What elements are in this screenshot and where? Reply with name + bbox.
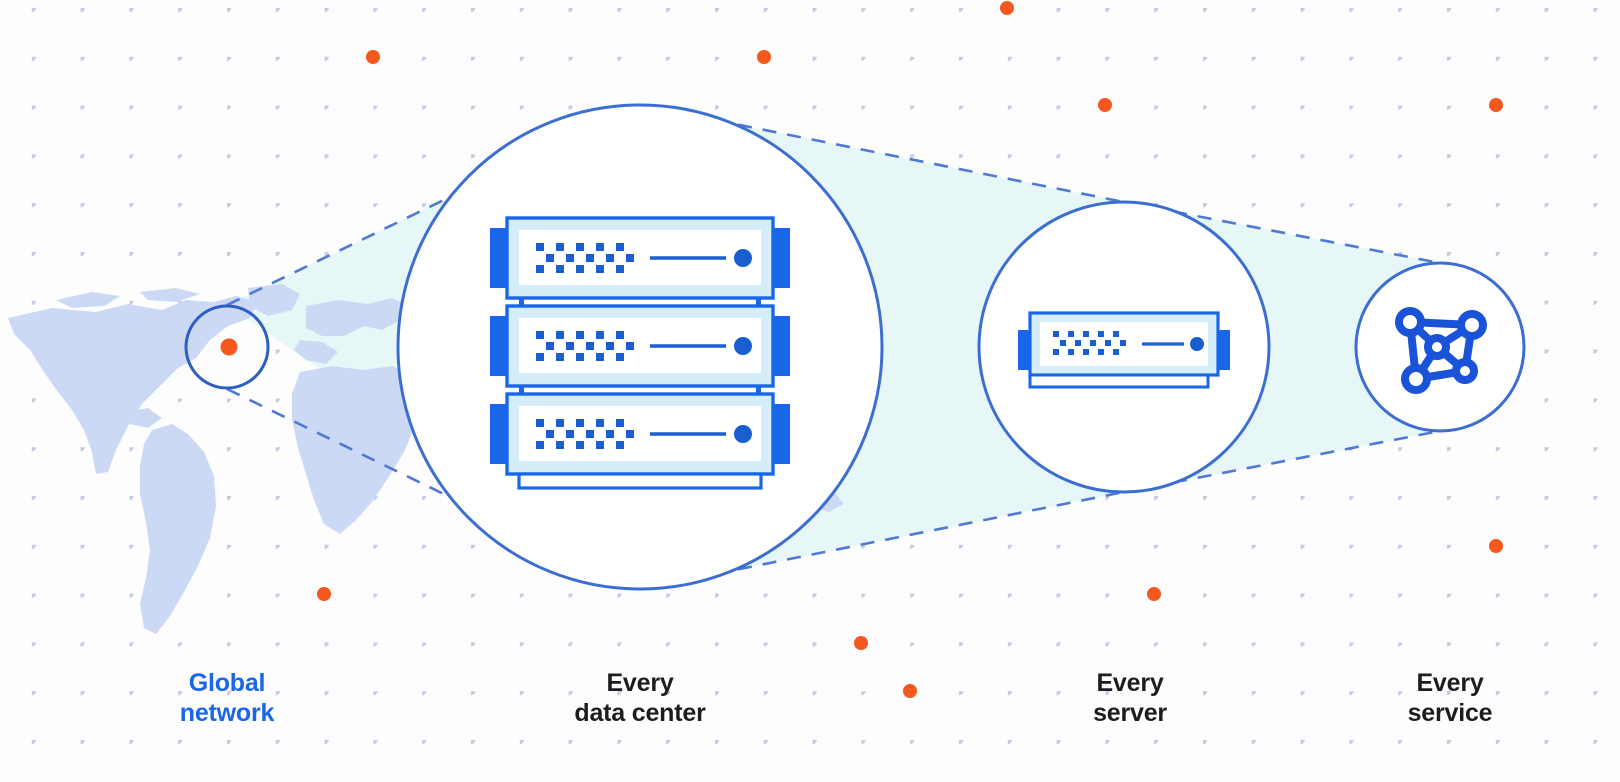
server-rack-unit-2 [490, 304, 790, 388]
accent-dot [1147, 587, 1161, 601]
label-every-data-center: Every data center [574, 669, 706, 727]
accent-dot [757, 50, 771, 64]
network-mesh-icon [1395, 307, 1487, 394]
accent-dot [1489, 98, 1503, 112]
label-every-service: Every service [1407, 669, 1493, 727]
vent-dots-3 [536, 419, 634, 449]
server-rack-icon [490, 216, 790, 490]
server-unit-icon [1018, 311, 1230, 389]
server-rack-unit-1 [490, 216, 790, 300]
server-base [1028, 373, 1210, 389]
accent-dot [854, 636, 868, 650]
vent-dots-server [1053, 331, 1126, 355]
rack-base [517, 472, 763, 490]
accent-dot [366, 50, 380, 64]
accent-dot [317, 587, 331, 601]
vent-dots-2 [536, 331, 634, 361]
label-global-network: Global network [179, 669, 275, 727]
accent-dots [317, 1, 1503, 698]
accent-dot [1489, 539, 1503, 553]
vent-dots-1 [536, 243, 634, 273]
map-location-pin [220, 338, 238, 356]
accent-dot [1000, 1, 1014, 15]
accent-dot [1098, 98, 1112, 112]
accent-dot [903, 684, 917, 698]
server-rack-unit-3 [490, 392, 790, 476]
label-every-server: Every server [1093, 669, 1167, 727]
circle-global-network [184, 304, 270, 390]
